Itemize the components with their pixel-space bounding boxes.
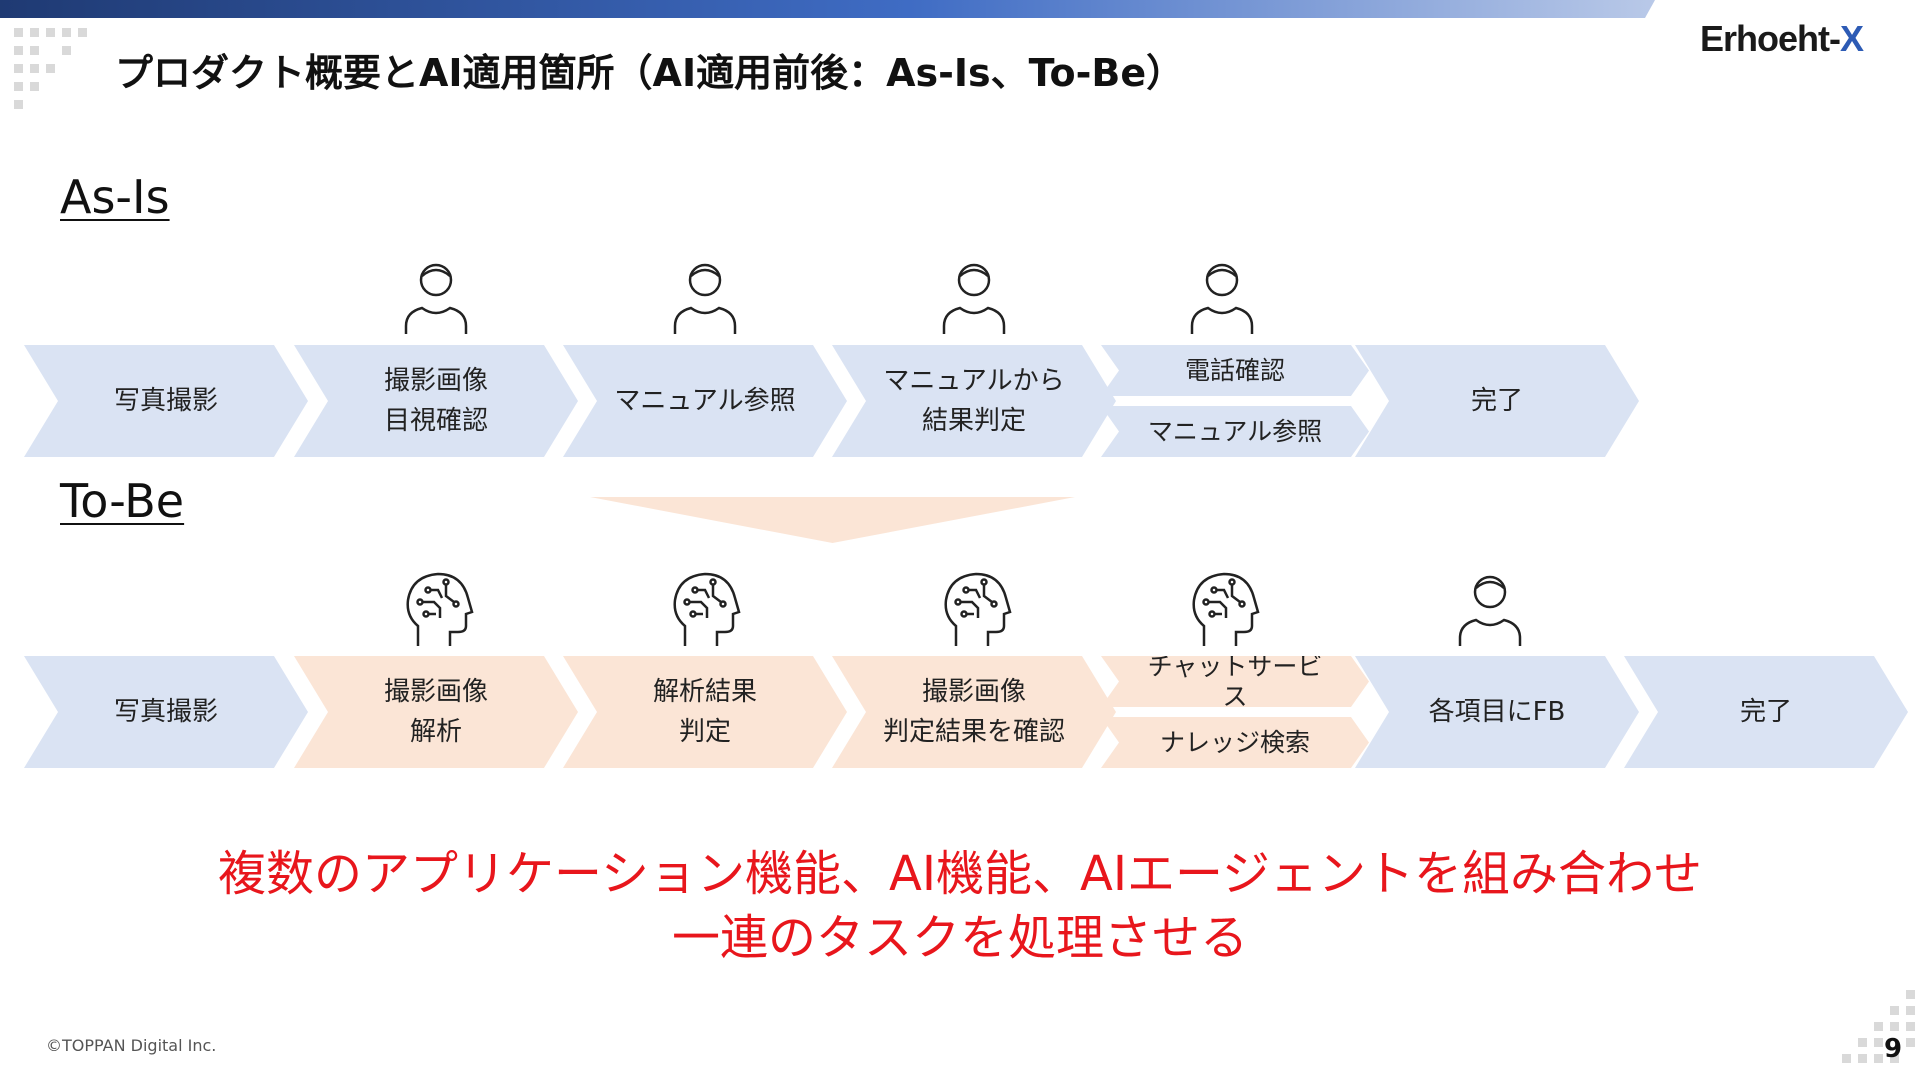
to-be-step-knowledge-search: ナレッジ検索	[1101, 717, 1369, 768]
ai-brain-icon	[938, 568, 1018, 648]
person-icon	[1450, 568, 1530, 648]
as-is-step-visual-check: 撮影画像 目視確認	[294, 345, 578, 457]
header-gradient-bar	[0, 0, 1655, 18]
person-icon	[665, 256, 745, 336]
as-is-step-manual: マニュアル参照	[563, 345, 847, 457]
step-label: 撮影画像 判定結果を確認	[882, 677, 1065, 747]
step-label: ナレッジ検索	[1159, 727, 1310, 757]
company-logo: Erhoeht-X	[1700, 18, 1864, 60]
to-be-step-feedback: 各項目にFB	[1355, 656, 1639, 768]
as-is-label: As-Is	[60, 170, 170, 224]
decorative-dots-top-left	[8, 26, 98, 116]
step-label: 解析結果 判定	[652, 677, 757, 747]
logo-text: Erhoeht-	[1700, 18, 1841, 59]
as-is-step-judgement: マニュアルから 結果判定	[832, 345, 1116, 457]
as-is-step-phone: 電話確認	[1101, 345, 1369, 396]
step-label: 写真撮影	[113, 697, 218, 727]
to-be-step-photo: 写真撮影	[24, 656, 308, 768]
page-title: プロダクト概要とAI適用箇所（AI適用前後：As-Is、To-Be）	[115, 51, 1185, 95]
as-is-process-flow: 写真撮影 撮影画像 目視確認 マニュアル参照 マニュアルから 結果判定 電話確認…	[0, 345, 1920, 457]
to-be-step-complete: 完了	[1624, 656, 1908, 768]
as-is-step-manual-ref: マニュアル参照	[1101, 406, 1369, 457]
step-label: チャットサービス	[1147, 651, 1323, 711]
step-label: 写真撮影	[113, 386, 218, 416]
decorative-dots-bottom-right	[1830, 990, 1920, 1080]
to-be-step-chat-service: チャットサービス	[1101, 656, 1369, 707]
to-be-step-confirm-result: 撮影画像 判定結果を確認	[832, 656, 1116, 768]
step-label: 撮影画像 解析	[383, 677, 488, 747]
page-number: 9	[1884, 1034, 1903, 1064]
to-be-process-flow: 写真撮影 撮影画像 解析 解析結果 判定 撮影画像 判定結果を確認 チャットサー…	[0, 656, 1920, 768]
step-label: 完了	[1470, 386, 1523, 416]
copyright-text: ©TOPPAN Digital Inc.	[46, 1036, 217, 1055]
transition-arrow	[590, 497, 1075, 543]
step-label: マニュアル参照	[614, 386, 796, 416]
to-be-label: To-Be	[60, 474, 185, 528]
step-label: マニュアル参照	[1147, 416, 1323, 446]
ai-brain-icon	[667, 568, 747, 648]
to-be-step-image-analysis: 撮影画像 解析	[294, 656, 578, 768]
summary-message-line2: 一連のタスクを処理させる	[671, 910, 1248, 966]
logo-mark: X	[1840, 18, 1864, 59]
as-is-step-photo: 写真撮影	[24, 345, 308, 457]
ai-brain-icon	[400, 568, 480, 648]
ai-brain-icon	[1186, 568, 1266, 648]
as-is-step-complete: 完了	[1355, 345, 1639, 457]
step-label: 完了	[1739, 697, 1792, 727]
summary-message-line1: 複数のアプリケーション機能、AI機能、AIエージェントを組み合わせ	[217, 846, 1703, 902]
person-icon	[934, 256, 1014, 336]
step-label: 電話確認	[1184, 355, 1285, 385]
step-label: マニュアルから 結果判定	[883, 366, 1065, 436]
step-label: 各項目にFB	[1428, 697, 1566, 727]
to-be-step-result-judgement: 解析結果 判定	[563, 656, 847, 768]
person-icon	[396, 256, 476, 336]
step-label: 撮影画像 目視確認	[383, 366, 488, 436]
person-icon	[1182, 256, 1262, 336]
